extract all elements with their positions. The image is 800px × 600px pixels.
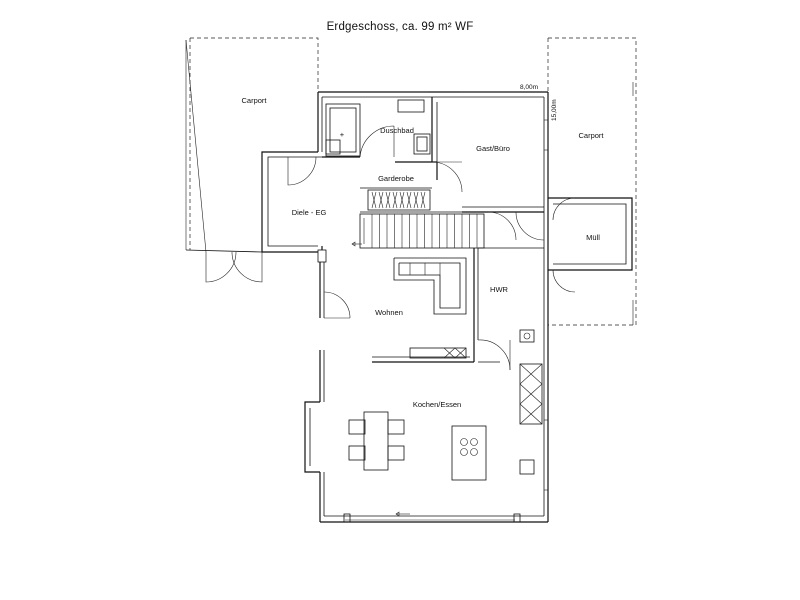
carport-left <box>185 37 319 253</box>
room-label-muell: Müll <box>586 233 600 242</box>
room-label-diele: Diele - EG <box>292 208 327 217</box>
wardrobe-hanger <box>406 191 412 209</box>
living-furniture <box>393 257 467 359</box>
exterior-walls <box>261 91 549 523</box>
muell-shed <box>548 197 633 293</box>
windows <box>400 91 548 491</box>
wardrobe-hanger <box>378 191 384 209</box>
wardrobe-hanger <box>392 191 398 209</box>
room-label-gast-buero: Gast/Büro <box>476 144 510 153</box>
doors <box>205 125 545 371</box>
room-label-kochen-essen: Kochen/Essen <box>413 400 461 409</box>
dimension-depth: 15,00m <box>551 99 558 121</box>
garderobe-wardrobe <box>367 189 431 211</box>
room-label-carport-left: Carport <box>241 96 267 105</box>
room-label-hwr: HWR <box>490 285 508 294</box>
room-label-duschbad: Duschbad <box>380 126 414 135</box>
room-label-carport-right: Carport <box>578 131 604 140</box>
dining-table <box>348 411 405 471</box>
plan-title: Erdgeschoss, ca. 99 m² WF <box>326 21 474 33</box>
staircase <box>359 213 485 249</box>
carport-right <box>547 37 637 326</box>
kitchen-island <box>451 425 487 481</box>
interior-walls <box>317 97 544 363</box>
svg-text:+: + <box>340 130 345 139</box>
dimension-width: 8,00m <box>520 84 538 91</box>
wardrobe-hanger <box>399 191 405 209</box>
wardrobe-hanger <box>420 191 426 209</box>
wardrobe-hanger <box>413 191 419 209</box>
room-label-wohnen: Wohnen <box>375 308 403 317</box>
room-label-garderobe: Garderobe <box>378 174 414 183</box>
markers <box>343 241 521 523</box>
wardrobe-hanger <box>371 191 377 209</box>
bath-fixtures: + <box>325 99 431 157</box>
wardrobe-hanger <box>385 191 391 209</box>
kitchen-counter <box>519 329 543 475</box>
